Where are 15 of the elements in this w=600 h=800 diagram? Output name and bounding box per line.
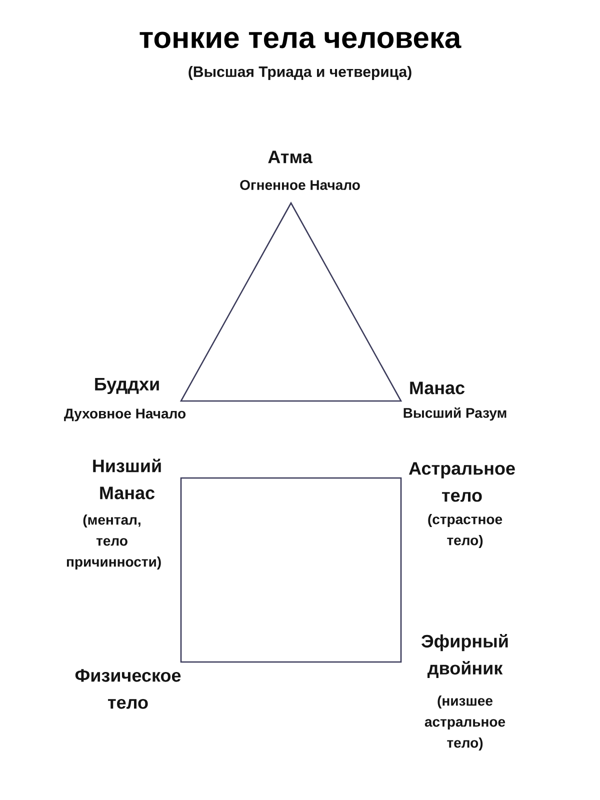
principle-name: Низший Манас: [93, 458, 161, 500]
principle-description: (страстное тело): [428, 514, 502, 548]
principle-name: Астральное тело: [408, 462, 515, 502]
principle-name: Буддхи: [95, 378, 159, 394]
principle-name: Эфирный двойник: [422, 634, 508, 678]
principle-description: (низшее астральное тело): [424, 695, 506, 751]
square: [180, 477, 402, 663]
principle-description: Огненное Начало: [240, 180, 360, 190]
principle-name: Атма: [268, 150, 312, 164]
principle-description: Высший Разум: [404, 407, 506, 421]
title: тонкие тела человека: [140, 32, 462, 48]
principle-description: Духовное Начало: [64, 408, 186, 422]
subtitle: (Высшая Триада и четверица): [188, 66, 412, 80]
principle-description: (ментал, тело причинности): [66, 514, 161, 570]
principle-name: Физическое тело: [75, 669, 181, 709]
